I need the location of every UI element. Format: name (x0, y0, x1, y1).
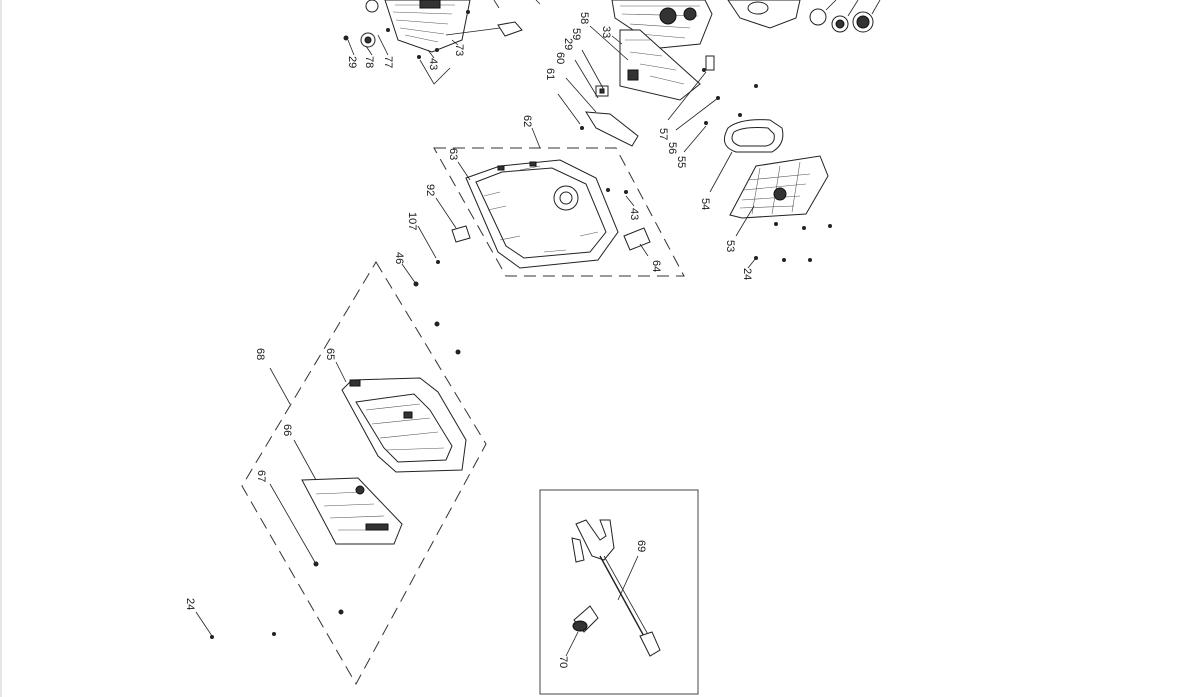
group-outline-68 (241, 261, 487, 686)
callout-65: 65 (324, 348, 336, 360)
callout-107: 107 (406, 212, 418, 230)
callout-66: 66 (281, 424, 293, 436)
top-left-leaders (347, 34, 459, 59)
callout-73: 73 (453, 44, 465, 56)
callout-56: 56 (666, 142, 678, 154)
control-panel-assembly (557, 0, 758, 153)
callout-78: 78 (363, 56, 375, 68)
side-cover-assembly (709, 119, 832, 269)
accessory-box (539, 489, 699, 695)
callout-53: 53 (724, 240, 736, 252)
callout-61: 61 (544, 68, 556, 80)
center-housing-group (417, 127, 685, 277)
callout-67: 67 (255, 470, 267, 482)
callout-63: 63 (447, 148, 459, 160)
callout-43b: 43 (628, 208, 640, 220)
group-outline-62 (433, 147, 685, 277)
callout-55: 55 (675, 156, 687, 168)
callout-58: 58 (578, 12, 590, 24)
callout-64: 64 (650, 260, 662, 272)
left-panel-group (195, 261, 487, 686)
top-left-assembly (343, 0, 541, 85)
callout-77: 77 (382, 56, 394, 68)
callout-29a: 29 (346, 56, 358, 68)
callout-54: 54 (699, 198, 711, 210)
callout-68: 68 (254, 348, 266, 360)
callout-57: 57 (657, 128, 669, 140)
callout-29b: 29 (562, 38, 574, 50)
callout-62: 62 (521, 115, 533, 127)
callout-labels: 29 78 77 43 73 58 59 29 60 61 33 57 56 5… (184, 12, 753, 668)
callout-24a: 24 (741, 268, 753, 280)
callout-92: 92 (424, 184, 436, 196)
callout-59: 59 (570, 28, 582, 40)
fuel-cap-assembly (727, 0, 881, 33)
callout-46: 46 (393, 252, 405, 264)
callout-60: 60 (554, 52, 566, 64)
callout-70: 70 (557, 656, 569, 668)
callout-24b: 24 (184, 598, 196, 610)
callout-33: 33 (600, 26, 612, 38)
callout-43a: 43 (427, 58, 439, 70)
accessory-frame (539, 489, 699, 695)
callout-69: 69 (635, 540, 647, 552)
